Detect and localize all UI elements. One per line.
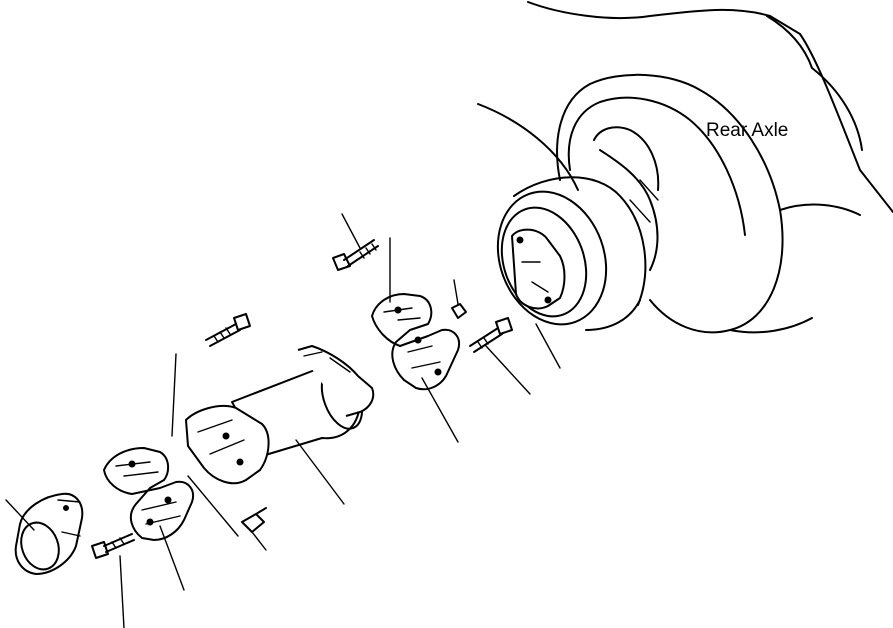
axle-flange-icon [496,176,647,331]
callout-line [453,279,459,305]
callout-line [251,531,267,551]
rear-axle-label: Rear Axle [706,120,788,141]
bolt-icon [469,317,513,353]
yoke-icon [14,492,84,575]
rear-universal-joint-icon [371,293,467,391]
front-universal-joint-icon [103,447,194,541]
callout-line [187,475,239,537]
rear-axle-housing-icon [477,1,893,334]
bolt-icon [205,313,251,347]
callout-line [171,353,177,437]
callout-line [535,323,561,369]
callout-line [295,439,345,505]
callout-line [421,377,459,443]
callout-line [341,213,361,249]
callout-line [119,555,125,628]
drive-shaft-icon [185,345,375,485]
bolt-icon [332,239,379,271]
callout-line [5,499,35,531]
bolt-icon [91,533,135,559]
callout-line [159,525,185,591]
callout-line [485,345,531,395]
grease-fitting-icon [241,507,267,533]
